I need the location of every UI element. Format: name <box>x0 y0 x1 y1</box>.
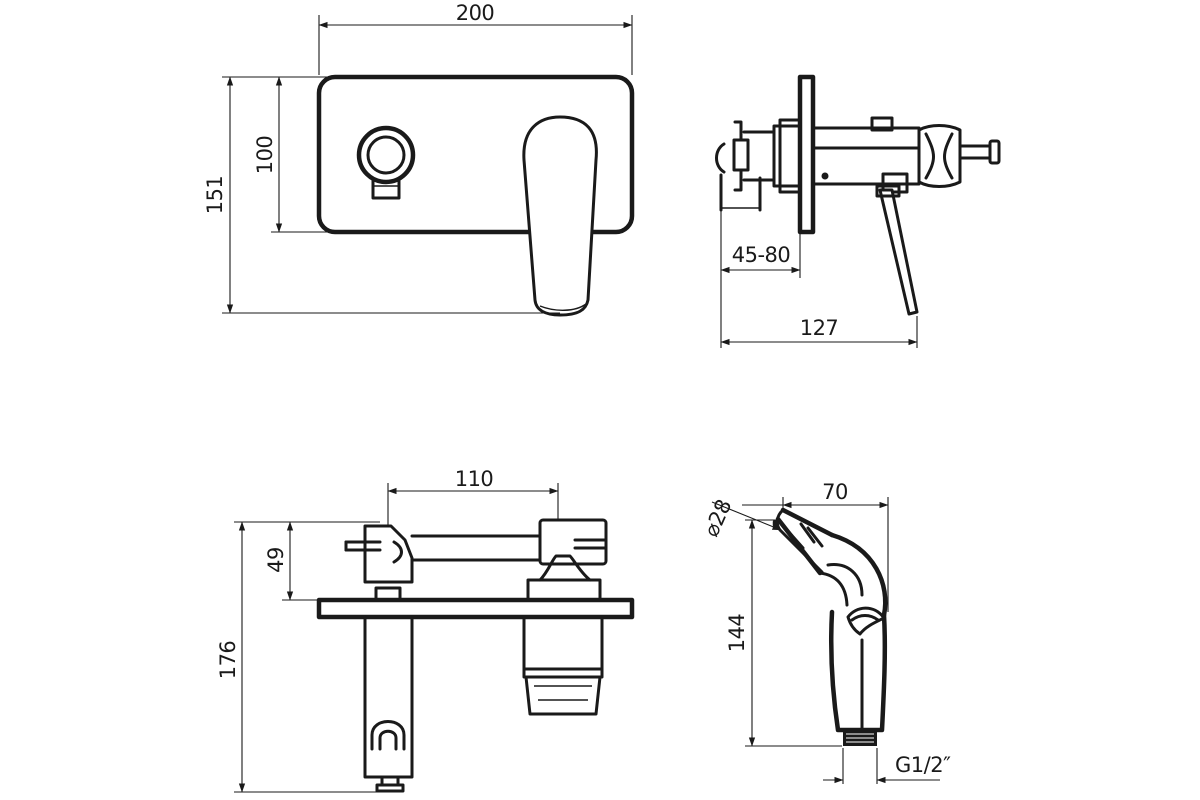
dim-side-depth-range: 45-80 <box>732 243 791 267</box>
dim-shower-thread: G1/2″ <box>895 753 951 777</box>
side-dimensions: 45-80 127 <box>720 210 918 348</box>
top-view <box>316 518 635 793</box>
dim-shower-diameter: ⌀28 <box>699 496 736 540</box>
dim-top-height: 49 <box>264 547 288 573</box>
dim-side-total-depth: 127 <box>800 316 839 340</box>
dim-front-width: 200 <box>456 1 495 25</box>
diverter-knob <box>356 125 416 200</box>
front-cover-plate <box>316 74 635 235</box>
side-lever <box>878 188 919 316</box>
dim-front-plate-height: 100 <box>253 136 277 175</box>
side-wall-plate <box>797 74 816 235</box>
dim-top-total-height: 176 <box>216 641 240 680</box>
dim-shower-height: 144 <box>725 614 749 653</box>
front-dimensions: 200 151 100 <box>203 1 633 314</box>
dim-top-spacing: 110 <box>455 467 494 491</box>
top-dimensions: 110 49 176 <box>216 467 559 793</box>
shower-dimensions: 70 144 ⌀28 G1/2″ <box>699 480 952 784</box>
dim-front-total-height: 151 <box>203 176 227 215</box>
dim-shower-width: 70 <box>822 480 848 504</box>
front-lever-handle <box>522 115 598 317</box>
side-view <box>715 74 1001 316</box>
hand-shower <box>772 507 888 746</box>
top-wall-plate <box>316 597 635 620</box>
front-view <box>316 74 635 317</box>
